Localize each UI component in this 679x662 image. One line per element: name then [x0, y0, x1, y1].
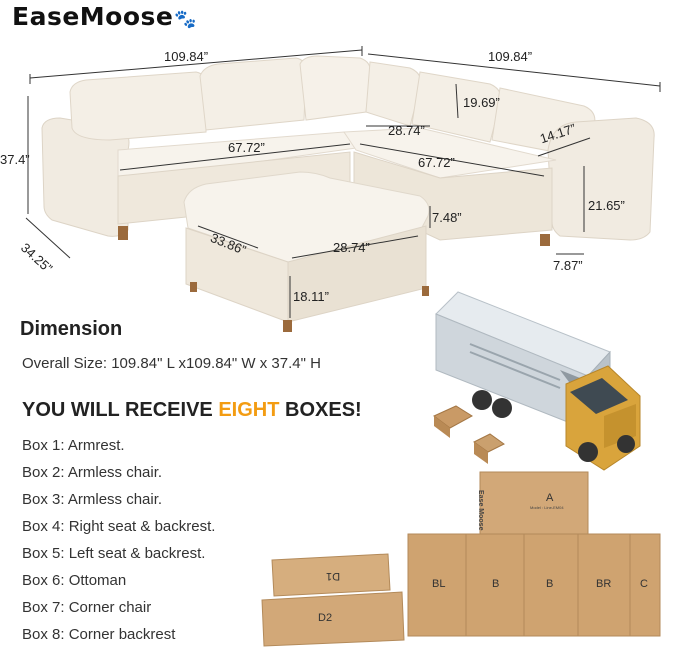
ottoman-width-label: 28.74” — [333, 240, 370, 255]
box-list-item: Box 4: Right seat & backrest. — [22, 518, 216, 535]
ottoman-gap-label: 7.48” — [432, 210, 462, 225]
moose-logo-icon: 🐾 — [174, 9, 198, 30]
box-list-item: Box 5: Left seat & backrest. — [22, 545, 206, 562]
carton-brand-text: Ease Moose — [477, 490, 484, 531]
dimension-heading: Dimension — [20, 318, 123, 340]
delivery-truck-illustration — [433, 291, 641, 471]
boxes-heading-pre: YOU WILL RECEIVE — [22, 399, 219, 421]
box-list-item: Box 3: Armless chair. — [22, 491, 163, 508]
box-list-item: Box 7: Corner chair — [22, 599, 152, 616]
top-right-width-label: 109.84” — [488, 49, 533, 64]
carton-bl-label: BL — [432, 578, 446, 590]
boxes-heading: YOU WILL RECEIVE EIGHT BOXES! — [22, 399, 362, 422]
cartons-illustration — [261, 471, 661, 647]
brand-logo: EaseMoose🐾 — [12, 2, 197, 31]
corner-depth-label: 28.74” — [388, 123, 425, 138]
height-label: 37.4” — [0, 152, 30, 167]
carton-d2-label: D2 — [318, 612, 333, 624]
overall-size-text: Overall Size: 109.84" L x109.84" W x 37.… — [22, 355, 321, 372]
box-list: Box 1: Armrest. Box 2: Armless chair. Bo… — [22, 437, 215, 653]
carton-a-label: A — [546, 492, 554, 504]
carton-b2-label: B — [546, 578, 554, 590]
box-list-item: Box 1: Armrest. — [22, 437, 125, 454]
seat-height-label: 21.65” — [588, 198, 625, 213]
ottoman-height-label: 18.11” — [293, 289, 329, 304]
boxes-heading-post: BOXES! — [279, 399, 362, 421]
box-list-item: Box 2: Armless chair. — [22, 464, 163, 481]
carton-br-label: BR — [596, 578, 612, 590]
carton-model-text: Model : Line-EM04 — [530, 505, 564, 510]
backrest-height-label: 19.69” — [463, 95, 500, 110]
box-list-item: Box 8: Corner backrest — [22, 626, 176, 643]
dimension-lines — [25, 46, 661, 318]
box-list-item: Box 6: Ottoman — [22, 572, 127, 589]
carton-b1-label: B — [492, 578, 500, 590]
brand-logo-text: EaseMoose — [12, 2, 174, 31]
left-seat-length-label: 67.72” — [228, 140, 265, 155]
sofa-illustration — [41, 55, 655, 332]
leg-height-label: 7.87” — [553, 258, 583, 273]
carton-c-label: C — [640, 578, 648, 590]
boxes-heading-highlight: EIGHT — [218, 399, 280, 421]
top-left-width-label: 109.84” — [164, 49, 209, 64]
right-seat-length-label: 67.72” — [418, 155, 455, 170]
carton-d1-label: D1 — [326, 570, 341, 582]
